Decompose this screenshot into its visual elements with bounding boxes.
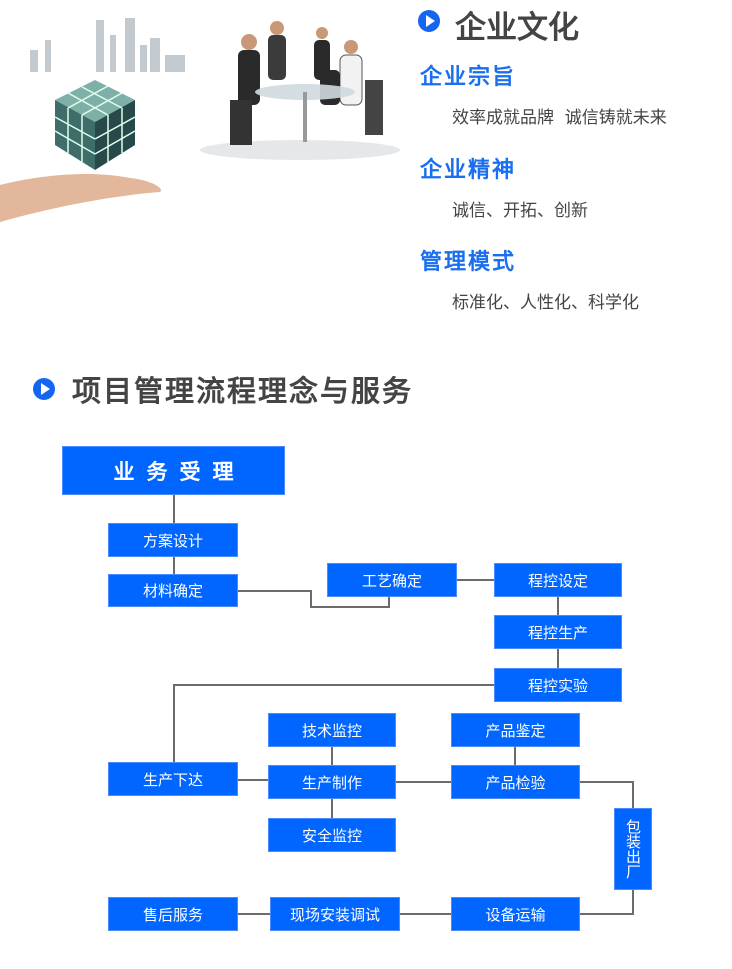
step-design: 方案设计	[108, 523, 238, 557]
step-transport: 设备运输	[451, 897, 580, 931]
step-prog-set: 程控设定	[494, 563, 622, 597]
step-install: 现场安装调试	[270, 897, 400, 931]
connector-line	[580, 781, 633, 783]
step-after-sales: 售后服务	[108, 897, 238, 931]
step-appraise: 产品鉴定	[451, 713, 580, 747]
connector-line	[331, 747, 333, 765]
step-craft: 工艺确定	[327, 563, 457, 597]
connector-line	[173, 684, 494, 686]
step-issue: 生产下达	[108, 762, 238, 796]
play-bullet-icon	[33, 378, 55, 400]
step-material: 材料确定	[108, 574, 238, 607]
connector-line	[400, 913, 451, 915]
connector-line	[173, 495, 175, 523]
connector-line	[238, 590, 312, 592]
connector-line	[514, 747, 516, 765]
mission-heading: 企业宗旨	[420, 65, 517, 90]
connector-line	[557, 597, 559, 615]
mission-text: 效率成就品牌 诚信铸就未来	[452, 108, 667, 128]
step-accept: 业务受理	[62, 446, 285, 495]
connector-line	[580, 913, 634, 915]
connector-line	[173, 684, 175, 762]
connector-line	[238, 913, 270, 915]
connector-line	[310, 590, 312, 607]
connector-line	[396, 781, 451, 783]
step-safety: 安全监控	[268, 818, 396, 852]
spirit-text: 诚信、开拓、创新	[452, 201, 588, 221]
connector-line	[173, 557, 175, 574]
step-inspect: 产品检验	[451, 765, 580, 799]
business-photo	[0, 18, 400, 222]
step-make: 生产制作	[268, 765, 396, 799]
step-pack: 包装出厂	[614, 808, 652, 890]
culture-title: 企业文化	[455, 10, 579, 46]
connector-line	[632, 890, 634, 915]
connector-line	[310, 606, 390, 608]
rubiks-cube	[54, 80, 136, 170]
step-tech: 技术监控	[268, 713, 396, 747]
connector-line	[632, 781, 634, 809]
connector-line	[388, 597, 390, 608]
connector-line	[331, 799, 333, 818]
connector-line	[457, 579, 494, 581]
management-heading: 管理模式	[420, 250, 517, 275]
step-prog-test: 程控实验	[494, 668, 622, 702]
connector-line	[238, 779, 268, 781]
spirit-heading: 企业精神	[420, 158, 517, 183]
step-prog-prod: 程控生产	[494, 615, 622, 649]
play-bullet-icon	[418, 10, 440, 32]
management-text: 标准化、人性化、科学化	[452, 293, 639, 313]
process-title: 项目管理流程理念与服务	[72, 374, 414, 408]
connector-line	[557, 649, 559, 668]
